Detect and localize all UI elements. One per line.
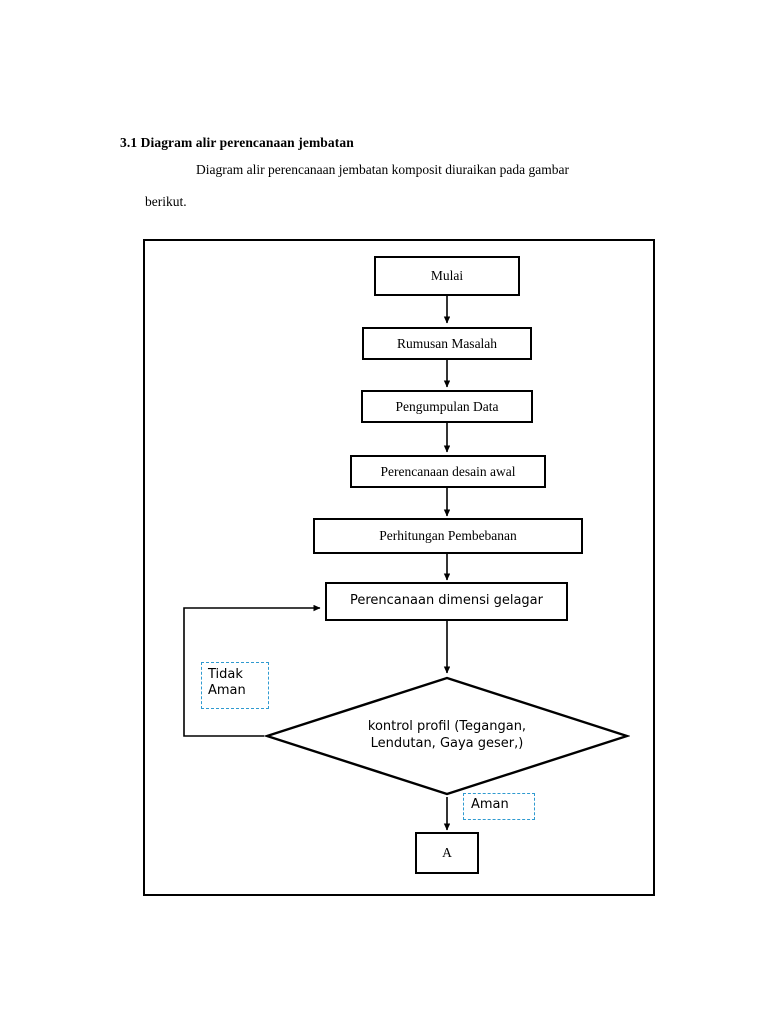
paragraph-line-1: Diagram alir perencanaan jembatan kompos… [196, 162, 569, 177]
flow-node-data-collection-label: Pengumpulan Data [395, 398, 499, 414]
decision-label-line-1: kontrol profil (Tegangan, [367, 719, 527, 735]
section-heading: 3.1 Diagram alir perencanaan jembatan [120, 135, 354, 150]
annotation-not-safe: Tidak Aman [201, 662, 269, 709]
flow-node-loading-calculation-label: Perhitungan Pembebanan [379, 528, 517, 544]
decision-diamond-shape [264, 676, 630, 796]
flow-node-initial-design-label: Perencanaan desain awal [380, 463, 516, 479]
flow-node-connector-a[interactable]: A [415, 832, 479, 874]
flow-node-data-collection[interactable]: Pengumpulan Data [361, 390, 533, 423]
flow-node-connector-a-label: A [442, 845, 452, 861]
decision-label: kontrol profil (Tegangan, Lendutan, Gaya… [327, 719, 567, 753]
annotation-not-safe-line-2: Aman [208, 683, 246, 699]
paragraph-line-2: berikut. [145, 194, 187, 209]
annotation-not-safe-line-1: Tidak [208, 667, 243, 682]
flow-node-problem[interactable]: Rumusan Masalah [362, 327, 532, 360]
flow-node-loading-calculation[interactable]: Perhitungan Pembebanan [313, 518, 583, 554]
flow-node-start[interactable]: Mulai [374, 256, 520, 296]
decision-label-line-2: Lendutan, Gaya geser,) [370, 736, 524, 751]
flow-node-girder-dimension[interactable]: Perencanaan dimensi gelagar [325, 582, 568, 621]
flow-node-start-label: Mulai [430, 268, 464, 284]
annotation-safe: Aman [463, 793, 535, 820]
flow-node-decision-profile-control[interactable]: kontrol profil (Tegangan, Lendutan, Gaya… [264, 675, 630, 797]
flow-node-problem-label: Rumusan Masalah [396, 335, 498, 351]
flow-node-girder-dimension-label: Perencanaan dimensi gelagar [349, 593, 543, 609]
annotation-safe-label: Aman [471, 797, 509, 812]
flow-node-initial-design[interactable]: Perencanaan desain awal [350, 455, 546, 488]
